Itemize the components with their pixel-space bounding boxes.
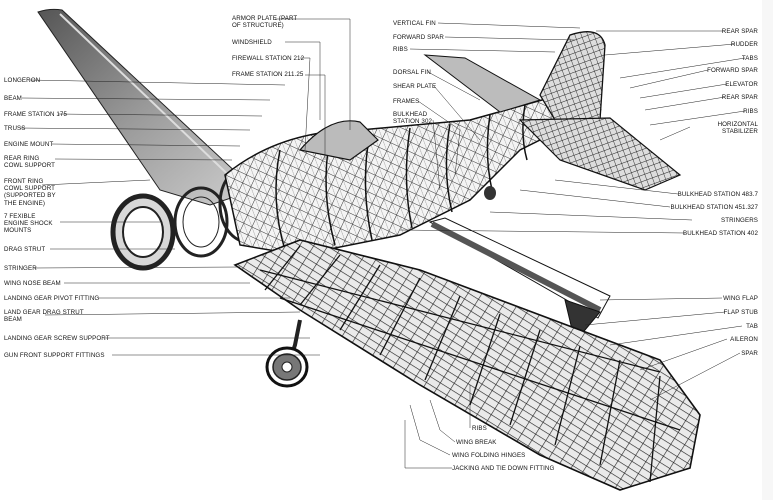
- label-windshield: WINDSHIELD: [232, 39, 272, 46]
- label-landing-gear-pivot-fitting: LANDING GEAR PIVOT FITTING: [4, 295, 100, 302]
- label-bulkhead-station-402: BULKHEAD STATION 402: [682, 230, 758, 237]
- label-wing-folding-hinges: WING FOLDING HINGES: [452, 452, 526, 459]
- leader-lines-right: [399, 30, 746, 401]
- label-forward-spar-stabilizer: FORWARD SPAR: [707, 67, 758, 74]
- label-flexible-engine-shock-mounts: 7 FEXIBLE ENGINE SHOCK MOUNTS: [4, 213, 53, 235]
- label-dorsal-fin: DORSAL FIN: [393, 69, 431, 76]
- label-engine-mount: ENGINE MOUNT: [4, 141, 54, 148]
- leader-lines-left: [19, 79, 320, 356]
- page-edge: [762, 0, 773, 500]
- wing-highlight: [59, 13, 241, 187]
- label-forward-spar-fin: FORWARD SPAR: [393, 34, 444, 41]
- label-firewall-station-212: FIREWALL STATION 212: [232, 55, 305, 62]
- label-rudder: RUDDER: [730, 41, 758, 48]
- label-frame-station-175: FRAME STATION 175: [4, 111, 68, 118]
- label-wing-break: WING BREAK: [456, 439, 497, 446]
- label-armor-plate: ARMOR PLATE (PART OF STRUCTURE): [232, 15, 298, 30]
- label-elevator: ELEVATOR: [725, 81, 758, 88]
- label-ribs-fin: RIBS: [393, 46, 408, 53]
- label-front-ring-cowl-support: FRONT RING COWL SUPPORT (SUPPORTED BY TH…: [4, 178, 56, 207]
- landing-gear: [265, 319, 309, 388]
- label-bulkhead-station-302: BULKHEAD STATION 302: [393, 111, 433, 126]
- label-shear-plate: SHEAR PLATE: [393, 83, 437, 90]
- horizontal-stabilizer: [518, 117, 682, 191]
- label-landing-gear-screw-support: LANDING GEAR SCREW SUPPORT: [4, 335, 110, 342]
- label-stringer: STRINGER: [4, 265, 37, 272]
- label-aileron: AILERON: [730, 336, 758, 343]
- label-drag-strut: DRAG STRUT: [4, 246, 46, 253]
- label-stringers: STRINGERS: [721, 217, 758, 224]
- label-horizontal-stabilizer: HORIZONTAL STABILIZER: [717, 121, 758, 136]
- wing-flap: [428, 217, 611, 319]
- label-truss: TRUSS: [4, 125, 26, 132]
- label-rear-ring-cowl-support: REAR RING COWL SUPPORT: [4, 155, 56, 170]
- cockpit: [298, 120, 379, 161]
- leader-lines-bottom: [404, 385, 471, 469]
- label-bulkhead-station-483-7: BULKHEAD STATION 483.7: [677, 191, 758, 198]
- tail-wheel: [484, 186, 496, 200]
- leader-lines-top: [275, 18, 351, 160]
- label-land-gear-drag-strut-beam: LAND GEAR DRAG STRUT BEAM: [4, 309, 84, 324]
- label-frame-station-211-25: FRAME STATION 211.25: [232, 71, 304, 78]
- label-rear-spar-fin: REAR SPAR: [721, 28, 758, 35]
- label-spar: SPAR: [741, 350, 758, 357]
- label-ribs-wing: RIBS: [472, 425, 487, 432]
- vertical-fin: [539, 31, 606, 121]
- label-vertical-fin: VERTICAL FIN: [393, 20, 436, 27]
- label-ribs-stabilizer: RIBS: [743, 108, 758, 115]
- label-bulkhead-station-451-327: BULKHEAD STATION 451.327: [670, 204, 758, 211]
- main-wing: [233, 239, 701, 491]
- label-frames: FRAMES: [393, 98, 420, 105]
- leader-lines-center: [409, 22, 581, 191]
- label-rear-spar-stabilizer: REAR SPAR: [721, 94, 758, 101]
- label-gun-front-support-fittings: GUN FRONT SUPPORT FITTINGS: [4, 352, 105, 359]
- label-longeron: LONGERON: [4, 77, 41, 84]
- label-wing-flap: WING FLAP: [723, 295, 758, 302]
- label-wing-nose-beam: WING NOSE BEAM: [4, 280, 61, 287]
- left-wing: [37, 8, 256, 206]
- label-beam: BEAM: [4, 95, 22, 102]
- label-tabs: TABS: [741, 55, 758, 62]
- flap-shading: [430, 221, 602, 313]
- label-tab: TAB: [746, 323, 758, 330]
- dorsal-fin: [423, 54, 542, 113]
- label-flap-stub: FLAP STUB: [723, 309, 758, 316]
- wing-ribs: [259, 245, 681, 483]
- label-jacking-and-tie-down-fitting: JACKING AND TIE DOWN FITTING: [452, 465, 555, 472]
